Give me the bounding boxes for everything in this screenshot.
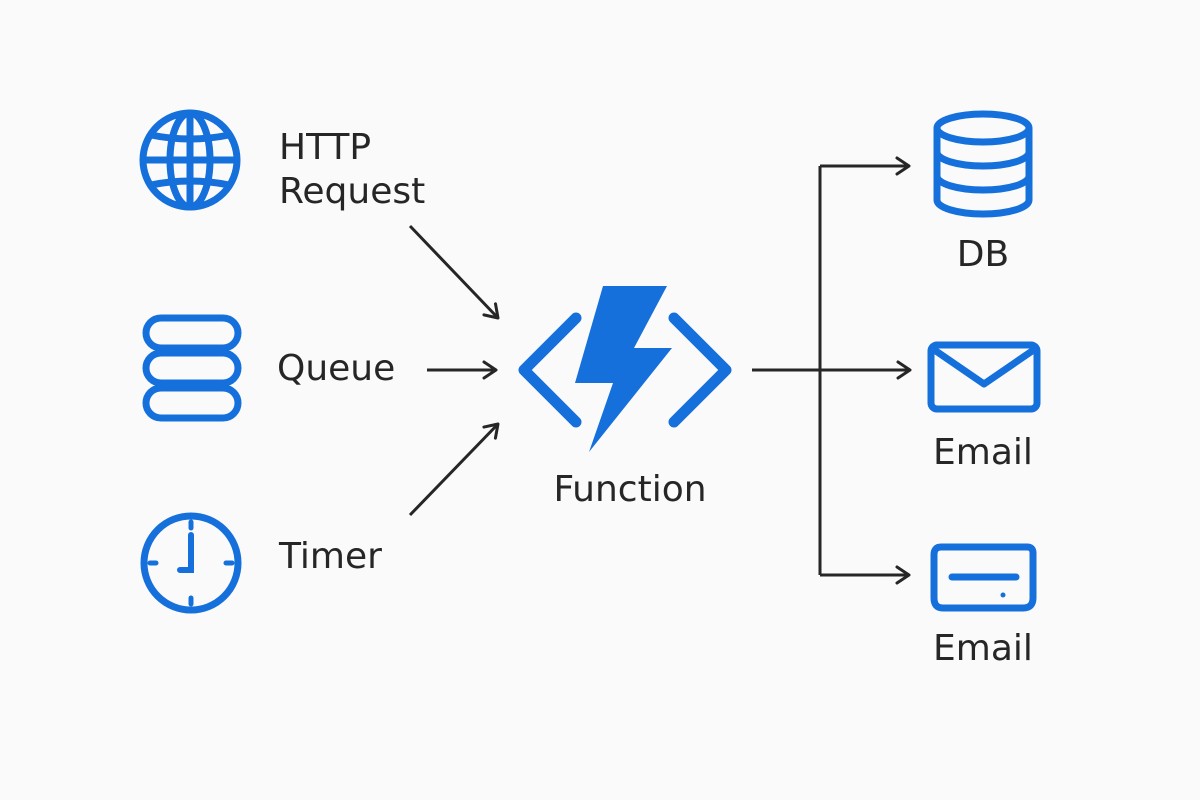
- clock-icon: [140, 512, 242, 614]
- trigger-label-http-line2: Request: [279, 171, 426, 212]
- arrow-http-to-function: [408, 224, 500, 320]
- output-label-db: DB: [956, 234, 1010, 275]
- output-label-email-tray: Email: [933, 628, 1033, 669]
- output-connectors: [752, 156, 912, 585]
- trigger-label-queue: Queue: [277, 348, 396, 389]
- arrow-timer-to-function: [408, 422, 500, 517]
- queue-stack-icon: [142, 314, 242, 422]
- output-label-email: Email: [933, 432, 1033, 473]
- trigger-label-timer: Timer: [279, 536, 382, 577]
- trigger-label-http-line1: HTTP: [279, 127, 372, 168]
- database-icon: [933, 110, 1033, 218]
- function-label: Function: [553, 469, 707, 510]
- azure-function-icon: [518, 286, 732, 452]
- mail-tray-icon: [930, 543, 1037, 612]
- envelope-icon: [927, 341, 1041, 413]
- lightning-bolt-icon: [575, 286, 672, 452]
- globe-icon: [139, 109, 241, 211]
